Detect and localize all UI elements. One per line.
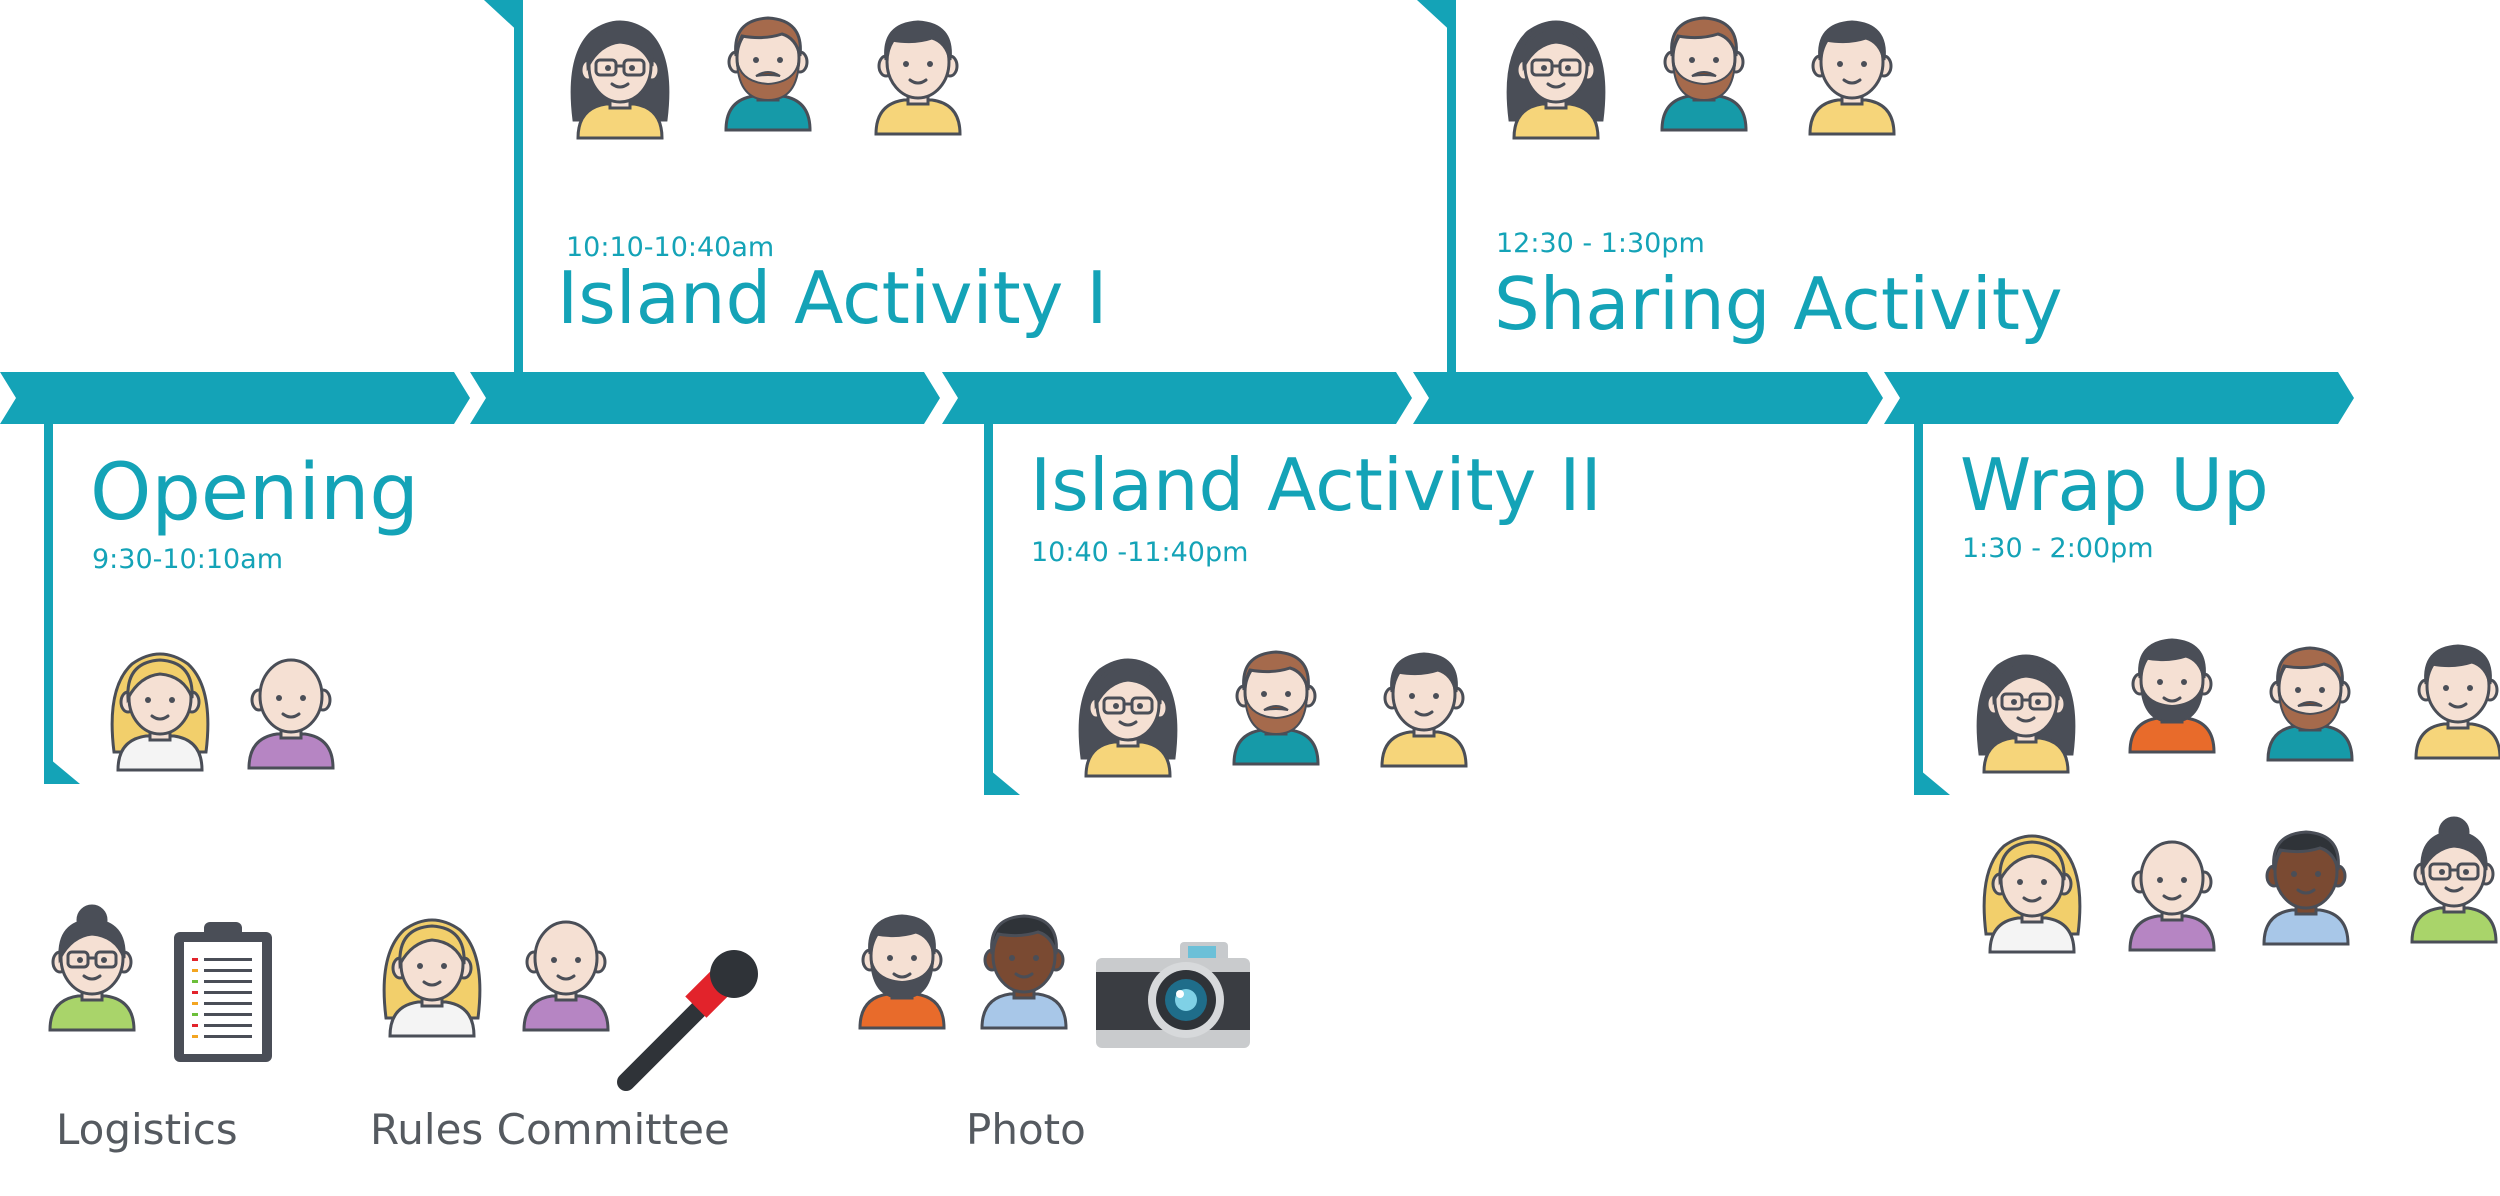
timeline-segment <box>0 372 470 424</box>
stage-title-wrap-up: Wrap Up <box>1960 443 2269 527</box>
stage-connector <box>44 424 53 784</box>
young-man-avatar <box>1808 20 1896 136</box>
stage-time-island-2: 10:40 -11:40pm <box>1031 537 1249 568</box>
bald-man-avatar <box>247 658 335 770</box>
woman-glasses-avatar <box>1976 654 2076 774</box>
camera-icon <box>1096 942 1250 1048</box>
blonde-woman-avatar <box>382 918 482 1038</box>
timeline-arrow <box>0 372 2354 424</box>
role-label-rules-committee: Rules Committee <box>370 1105 730 1154</box>
connector-tick <box>44 754 80 784</box>
microphone-icon <box>617 950 758 1091</box>
woman-glasses-avatar <box>570 20 670 140</box>
dark-skin-man-avatar <box>2262 830 2350 946</box>
young-man-avatar <box>1380 652 1468 768</box>
stage-connector <box>984 424 993 795</box>
stage-connector <box>514 0 523 372</box>
dark-skin-man-avatar <box>980 914 1068 1030</box>
young-man-avatar <box>2414 644 2500 760</box>
stage-time-sharing: 12:30 - 1:30pm <box>1496 228 1705 259</box>
stage-connector <box>1914 424 1923 795</box>
bun-woman-avatar <box>48 904 136 1032</box>
stage-time-island-1: 10:10-10:40am <box>566 232 775 263</box>
stage-title-island-1: Island Activity I <box>557 256 1108 340</box>
woman-glasses-avatar <box>1506 20 1606 140</box>
bearded-man-avatar <box>724 16 812 132</box>
role-label-logistics: Logistics <box>56 1105 238 1154</box>
connector-tick <box>1914 765 1950 795</box>
stage-time-wrap-up: 1:30 - 2:00pm <box>1962 533 2154 564</box>
stage-time-opening: 9:30-10:10am <box>92 544 284 575</box>
timeline-segment <box>1884 372 2354 424</box>
bun-woman-avatar <box>2410 816 2498 944</box>
bearded-man-avatar <box>2266 646 2354 762</box>
stage-title-island-2: Island Activity II <box>1030 443 1602 527</box>
bearded-man-avatar <box>1232 650 1320 766</box>
stage-title-opening: Opening <box>90 448 419 538</box>
stage-connectors <box>44 0 1950 795</box>
woman-glasses-avatar <box>1078 658 1178 778</box>
connector-tick <box>484 0 523 36</box>
timeline-segment <box>942 372 1412 424</box>
clipboard-icon <box>174 922 272 1062</box>
young-man-avatar <box>874 20 962 136</box>
stage-title-sharing: Sharing Activity <box>1494 262 2063 346</box>
bald-man-avatar <box>2128 840 2216 952</box>
role-label-photo: Photo <box>966 1105 1086 1154</box>
dark-beard-man-avatar <box>2128 638 2216 754</box>
connector-tick <box>1417 0 1456 36</box>
bald-man-avatar <box>522 920 610 1032</box>
connector-tick <box>984 765 1020 795</box>
bearded-man-avatar <box>1660 16 1748 132</box>
blonde-woman-avatar <box>1982 834 2082 954</box>
blonde-woman-avatar <box>110 652 210 772</box>
timeline-segment <box>470 372 940 424</box>
stage-connector <box>1447 0 1456 372</box>
dark-beard-man-avatar <box>858 914 946 1030</box>
timeline-segment <box>1413 372 1883 424</box>
